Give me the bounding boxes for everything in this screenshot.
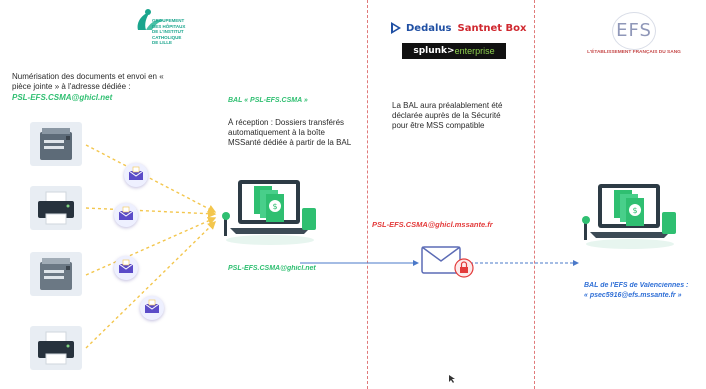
mail-badge-4 bbox=[140, 296, 164, 320]
laptop-mailbox-illustration: $ bbox=[222, 180, 316, 245]
ghicl-logo: GROUPEMENT DES HÔPITAUX DE L'INSTITUT CA… bbox=[128, 8, 204, 68]
efs-letters: EFS bbox=[616, 20, 652, 41]
reception-text: À réception : Dossiers transférés automa… bbox=[228, 118, 352, 147]
envelope-icon bbox=[128, 166, 144, 180]
printer-device-1 bbox=[30, 186, 82, 230]
copier-device-1 bbox=[30, 122, 82, 166]
ghicl-logo-icon bbox=[137, 9, 164, 30]
efs-subtitle: L'ÉTABLISSEMENT FRANÇAIS DU SANG bbox=[587, 50, 681, 55]
splunk-enterprise: enterprise bbox=[454, 46, 495, 56]
cursor-icon bbox=[449, 375, 455, 383]
splunk-logo: splunk> enterprise bbox=[402, 43, 506, 59]
svg-text:$: $ bbox=[632, 206, 637, 215]
copier-icon bbox=[40, 258, 72, 290]
svg-text:$: $ bbox=[272, 202, 277, 211]
intro-address: PSL-EFS.CSMA@ghicl.net bbox=[12, 93, 113, 102]
secure-envelope-illustration bbox=[421, 246, 474, 278]
intro-block: Numérisation des documents et envoi en «… bbox=[12, 72, 172, 103]
destination-line-2: « psec5916@efs.mssante.fr » bbox=[584, 292, 682, 299]
section-divider-left bbox=[367, 0, 368, 389]
envelope-icon bbox=[118, 206, 134, 220]
destination-block: BAL de l'EFS de Valenciennes : « psec591… bbox=[584, 281, 702, 301]
dedalus-icon bbox=[391, 22, 401, 34]
relay-address: PSL-EFS.CSMA@ghicl.mssante.fr bbox=[372, 220, 493, 229]
dedalus-logo: Dedalus Santnet Box bbox=[389, 20, 526, 36]
efs-logo: EFS L'ÉTABLISSEMENT FRANÇAIS DU SANG bbox=[572, 12, 696, 62]
printer-icon bbox=[38, 331, 74, 365]
mail-badge-1 bbox=[124, 163, 148, 187]
mailbox-label: BAL « PSL-EFS.CSMA » bbox=[228, 97, 308, 104]
mail-badge-3 bbox=[114, 256, 138, 280]
destination-line-1: BAL de l'EFS de Valenciennes : bbox=[584, 282, 689, 289]
ghicl-logo-text: GROUPEMENT DES HÔPITAUX DE L'INSTITUT CA… bbox=[152, 18, 186, 46]
printer-icon bbox=[38, 191, 74, 225]
santnet-name: Santnet Box bbox=[457, 22, 527, 34]
envelope-icon bbox=[144, 299, 160, 313]
middle-text: La BAL aura préalablement été déclarée a… bbox=[392, 101, 503, 130]
copier-icon bbox=[40, 128, 72, 160]
dedalus-name: Dedalus bbox=[406, 22, 452, 34]
laptop-destination-illustration: $ bbox=[582, 184, 676, 249]
intro-text: Numérisation des documents et envoi en «… bbox=[12, 72, 164, 91]
printer-device-2 bbox=[30, 326, 82, 370]
copier-device-2 bbox=[30, 252, 82, 296]
section-divider-right bbox=[534, 0, 535, 389]
envelope-icon bbox=[118, 259, 134, 273]
mail-badge-2 bbox=[114, 203, 138, 227]
source-address: PSL-EFS.CSMA@ghicl.net bbox=[228, 265, 316, 272]
efs-emblem bbox=[612, 12, 656, 50]
splunk-name: splunk> bbox=[413, 46, 455, 56]
